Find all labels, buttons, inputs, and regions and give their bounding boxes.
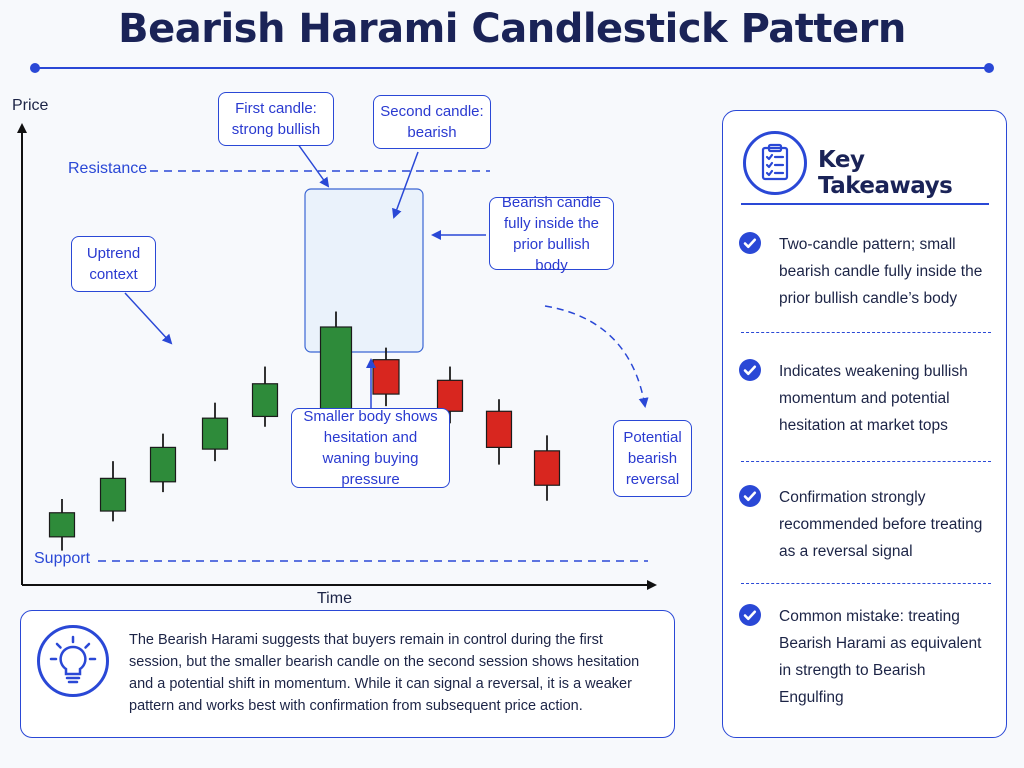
y-axis-label: Price (12, 97, 49, 114)
candles-group (48, 311, 561, 551)
callout-second-candle: Second candle: bearish (373, 95, 491, 149)
takeaways-title: Key Takeaways (818, 147, 953, 199)
callout-inside: Bearish candle fully inside the prior bu… (489, 194, 614, 274)
bearish-candle-body (436, 379, 464, 412)
bullish-candle-body (99, 477, 127, 512)
takeaway-text: Confirmation strongly recommended before… (779, 489, 983, 560)
x-axis-label: Time (317, 590, 352, 607)
check-icon (739, 359, 761, 381)
takeaway-text: Common mistake: treating Bearish Harami … (779, 608, 982, 706)
bearish-candle-body (372, 359, 400, 395)
takeaway-separator (741, 461, 991, 462)
bullish-candle-body (319, 326, 353, 414)
bearish-candle-body (533, 450, 561, 486)
summary-text: The Bearish Harami suggests that buyers … (129, 632, 640, 714)
divider-dot-left (30, 63, 40, 73)
takeaways-title-rule (741, 203, 989, 205)
bullish-candle-body (201, 417, 229, 450)
divider-dot-right (984, 63, 994, 73)
takeaway-separator (741, 583, 991, 584)
title-divider (30, 63, 994, 73)
takeaway-separator (741, 332, 991, 333)
arrow-first-candle (294, 139, 330, 188)
takeaway-text: Indicates weakening bullish momentum and… (779, 363, 968, 434)
arrow-uptrend (124, 292, 173, 345)
lightbulb-icon (37, 625, 109, 697)
callout-smaller-body: Smaller body shows hesitation and waning… (291, 408, 450, 488)
bearish-candle-body (485, 410, 513, 448)
check-icon (739, 485, 761, 507)
callout-reversal: Potential bearish reversal (613, 420, 692, 497)
bullish-candle-body (149, 446, 177, 483)
candlestick-chart (17, 123, 657, 590)
key-takeaways-panel: Key Takeaways Two-candle pattern; small … (722, 110, 1007, 738)
clipboard-checklist-icon (743, 131, 807, 195)
bullish-candle-body (48, 512, 76, 538)
callout-uptrend: Uptrend context (71, 236, 156, 292)
support-label: Support (34, 550, 91, 567)
callout-first-candle: First candle: strong bullish (218, 92, 334, 146)
check-icon (739, 232, 761, 254)
check-icon (739, 604, 761, 626)
resistance-label: Resistance (68, 160, 148, 177)
page-title: Bearish Harami Candlestick Pattern (118, 6, 906, 52)
bullish-candle-body (251, 383, 279, 418)
arrow-second-candle (392, 151, 419, 219)
arrow-reversal (544, 305, 649, 408)
takeaway-text: Two-candle pattern; small bearish candle… (779, 236, 983, 307)
harami-highlight-box (304, 188, 424, 353)
summary-box: The Bearish Harami suggests that buyers … (20, 610, 675, 738)
